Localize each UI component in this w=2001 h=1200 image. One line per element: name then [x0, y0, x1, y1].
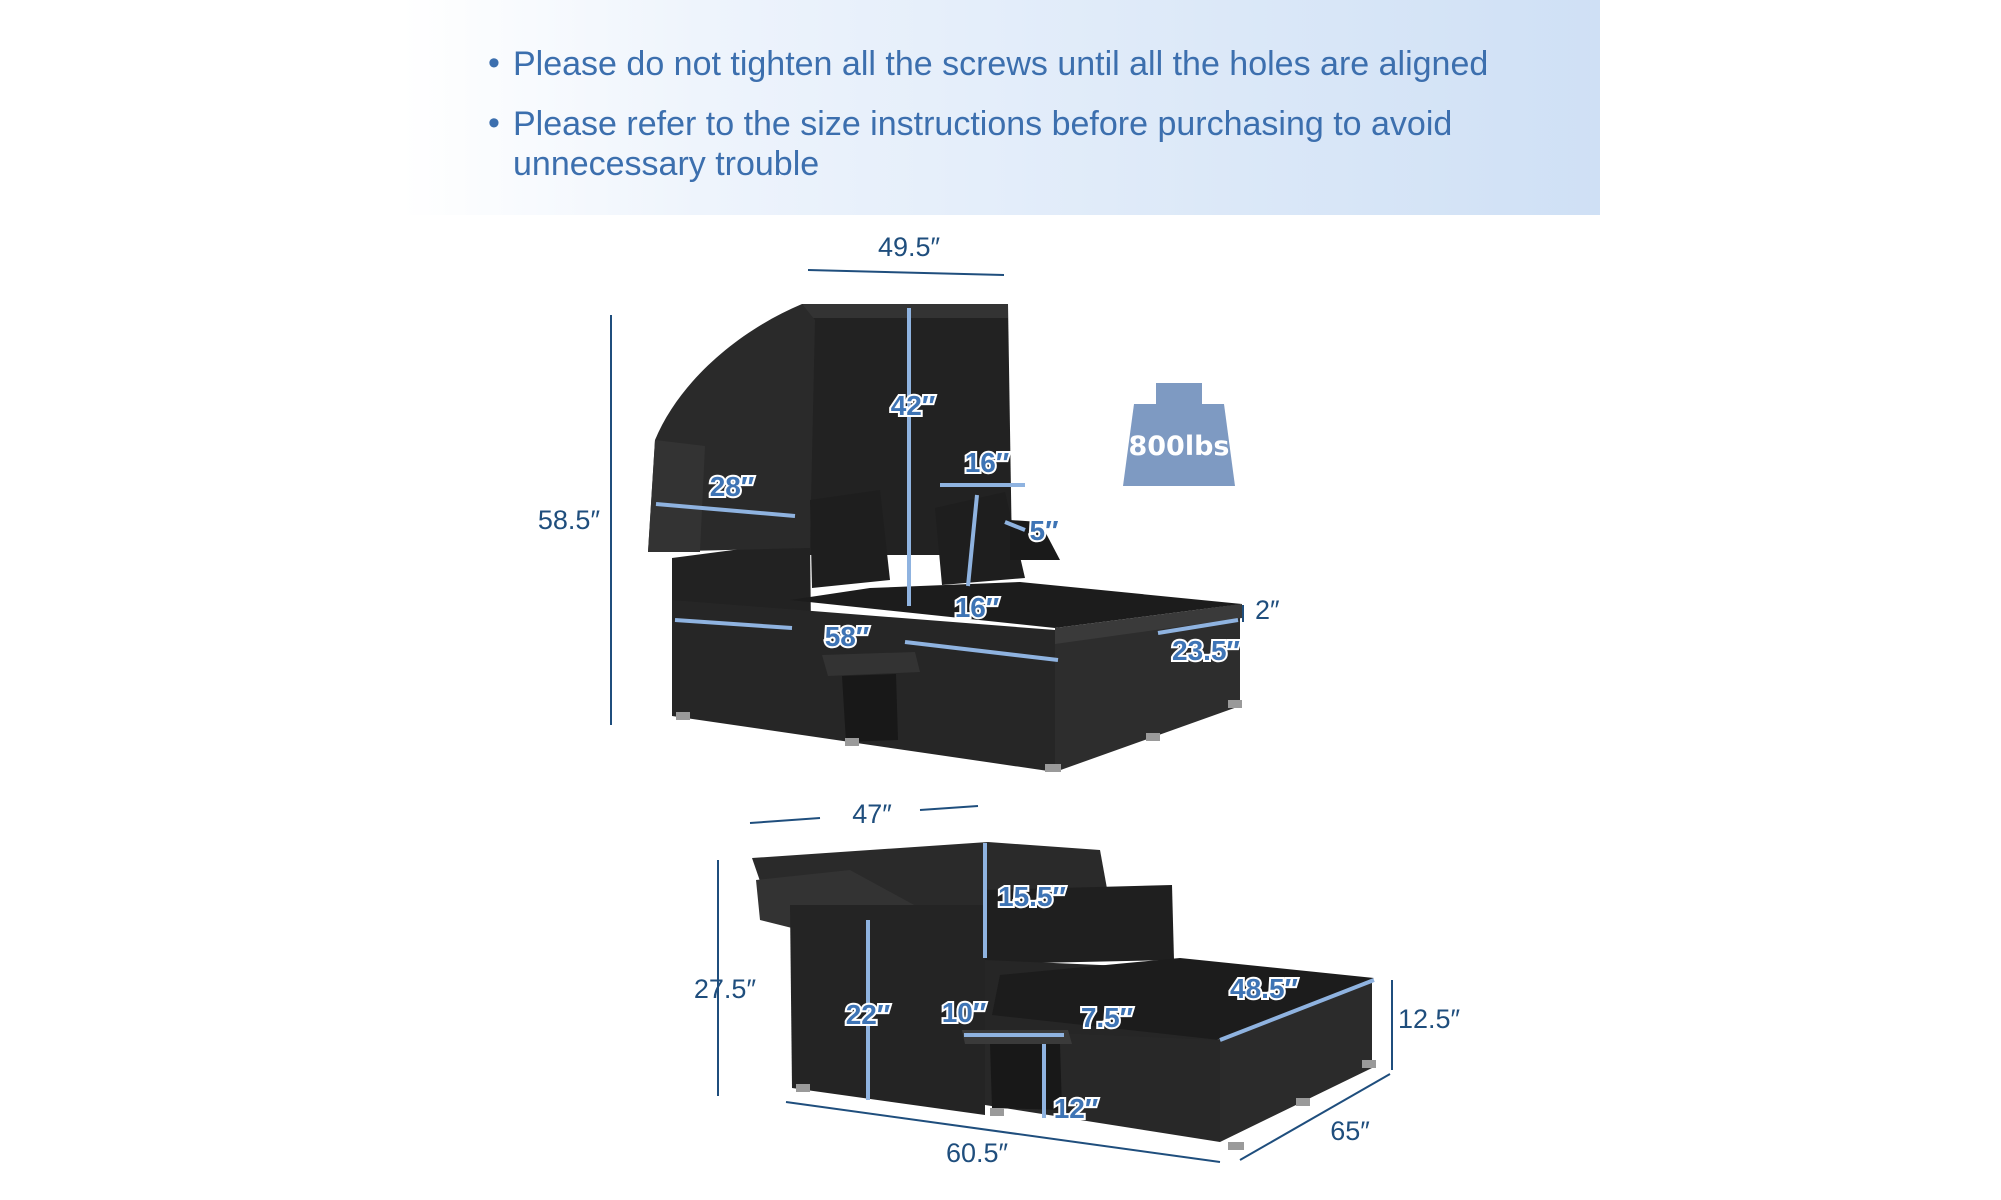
dim-back-height: 15.5″ [998, 881, 1066, 912]
dim-seat-height: 22″ [846, 999, 891, 1030]
dim-length: 60.5″ [946, 1138, 1009, 1168]
tips-banner [402, 0, 1600, 215]
daybed-canopy-open-illustration [648, 304, 1242, 772]
bullet-icon: • [488, 44, 500, 82]
dim-bed-width: 48.5″ [1230, 973, 1298, 1004]
tip-text: Please refer to the size instructions be… [513, 105, 1453, 183]
dim-width-top: 47″ [852, 799, 892, 829]
daybed-canopy-folded-illustration [752, 842, 1376, 1150]
tip-text: Please do not tighten all the screws unt… [513, 45, 1489, 83]
bullet-icon: • [488, 104, 500, 142]
dim-depth: 65″ [1330, 1116, 1370, 1146]
dim-pillow-width: 16″ [965, 447, 1010, 478]
dim-seat-depth: 23.5″ [1172, 635, 1240, 666]
inner-dimension-lines [655, 308, 1375, 1118]
weight-capacity-icon: 800lbs [1123, 383, 1235, 486]
dimension-lines [610, 269, 1393, 1163]
dim-height: 27.5″ [694, 974, 757, 1004]
dim-table-width: 10″ [942, 997, 987, 1028]
dim-bed-height: 12.5″ [1398, 1004, 1461, 1034]
dim-width-top: 49.5″ [878, 232, 941, 262]
dim-pillow-thickness: 5″ [1030, 515, 1059, 546]
dim-pillow-height: 16″ [955, 592, 1000, 623]
dim-seat-width: 58″ [825, 621, 870, 652]
dim-total-height: 58.5″ [538, 505, 601, 535]
dim-canopy-depth: 28″ [710, 471, 755, 502]
dim-canopy-height: 42″ [891, 390, 936, 421]
dim-cushion-thickness: 2″ [1255, 595, 1280, 625]
dim-table-height: 12″ [1054, 1093, 1099, 1124]
dim-table-depth: 7.5″ [1081, 1002, 1133, 1033]
weight-label: 800lbs [1128, 431, 1229, 462]
